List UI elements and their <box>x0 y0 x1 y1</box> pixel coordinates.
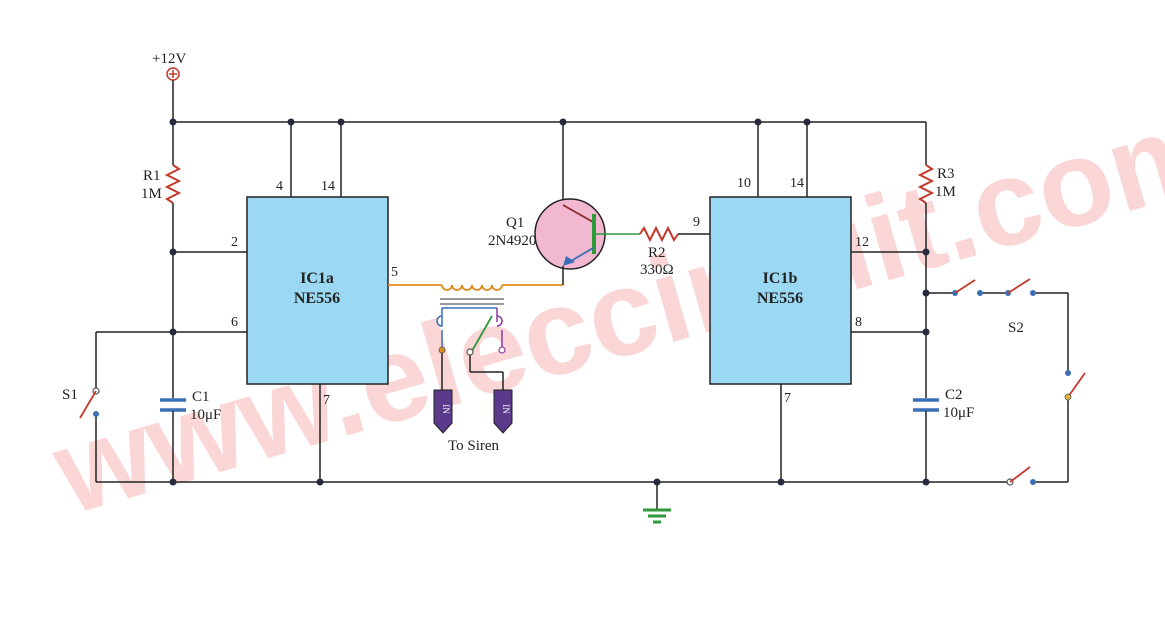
ic1b-pin9-label: 9 <box>693 215 700 230</box>
watermark-text: www.eleccircuit.com <box>39 78 1165 540</box>
relay-coil-icon <box>441 284 503 291</box>
ic1a-pin14-label: 14 <box>321 179 335 194</box>
c1-value: 10μF <box>190 407 221 423</box>
r1-value: 1M <box>141 186 162 202</box>
relay-contacts <box>436 307 506 392</box>
siren-plug-left-icon: IN <box>433 389 453 434</box>
c1-name: C1 <box>192 389 210 405</box>
r1-name: R1 <box>143 168 161 184</box>
relay-arm-icon <box>471 315 493 352</box>
junction-nodes <box>169 118 930 486</box>
c2-value: 10μF <box>943 405 974 421</box>
ic1b-name: IC1b <box>763 270 798 287</box>
r2-name: R2 <box>648 245 666 261</box>
ic1b-pin10-label: 10 <box>737 176 751 191</box>
r1-resistor-icon <box>164 164 182 204</box>
q1-part: 2N4920 <box>488 233 536 249</box>
ic1a-pin4-label: 4 <box>276 179 283 194</box>
s1-switch-icon <box>79 390 97 419</box>
c2-capacitor-icon <box>913 398 939 412</box>
r2-resistor-icon <box>639 225 679 243</box>
siren-plug-left-text: IN <box>441 404 451 414</box>
ic1b-pin14-label: 14 <box>790 176 804 191</box>
c1-capacitor-icon <box>160 398 186 412</box>
s2-switch-icon <box>926 278 1086 486</box>
s1-label: S1 <box>62 387 78 403</box>
ic1b-pin12-label: 12 <box>855 235 869 250</box>
r3-resistor-icon <box>917 164 935 204</box>
ic1b-part: NE556 <box>757 290 803 307</box>
siren-plug-right-icon: IN <box>493 389 513 434</box>
siren-plug-right-text: IN <box>501 404 511 414</box>
r3-name: R3 <box>937 166 955 182</box>
ic1b-pin8-label: 8 <box>855 315 862 330</box>
r3-value: 1M <box>935 184 956 200</box>
ic1a-pin5-label: 5 <box>391 265 398 280</box>
supply-label: +12V <box>152 51 186 67</box>
ic1a-name: IC1a <box>300 270 334 287</box>
ic1b-pin7-label: 7 <box>784 391 791 406</box>
q1-name: Q1 <box>506 215 524 231</box>
ic1a-pin6-label: 6 <box>231 315 238 330</box>
r2-value: 330Ω <box>640 262 674 278</box>
siren-label: To Siren <box>448 438 500 454</box>
ground-icon <box>643 482 671 524</box>
ic1a-pin7-label: 7 <box>323 393 330 408</box>
supply-terminal: +12V <box>152 51 186 81</box>
c2-name: C2 <box>945 387 963 403</box>
s2-label: S2 <box>1008 320 1024 336</box>
ic1a-chip <box>246 196 389 385</box>
ic1a-part: NE556 <box>294 290 340 307</box>
ic1a-pin2-label: 2 <box>231 235 238 250</box>
